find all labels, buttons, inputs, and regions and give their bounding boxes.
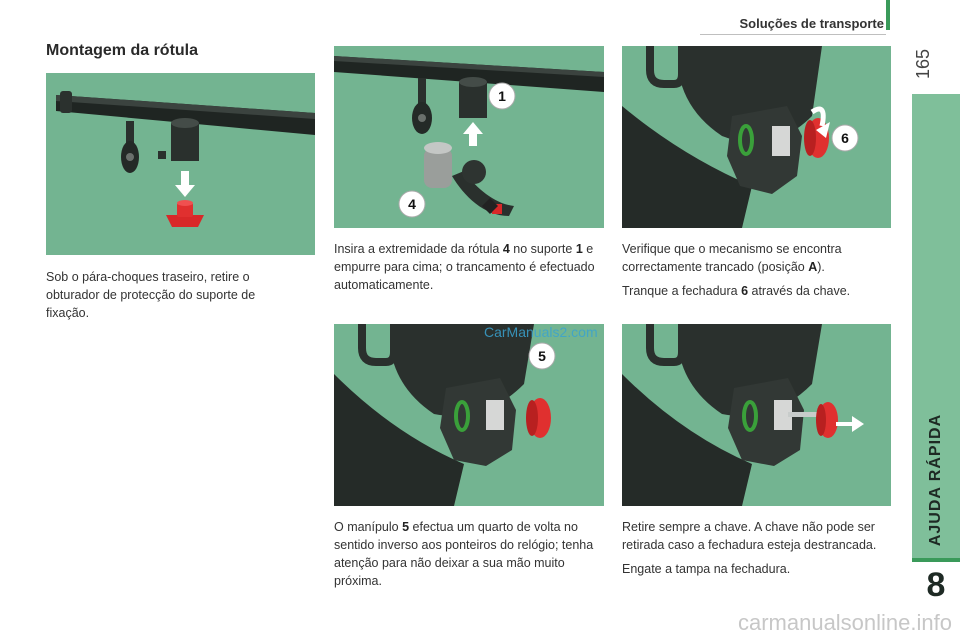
handle-turn-illustration: 5 xyxy=(334,324,556,506)
lock-mechanism-illustration: 6 xyxy=(622,46,859,228)
callout-5-badge: 5 xyxy=(528,342,556,370)
header-accent-bar xyxy=(886,0,890,30)
callout-1-badge: 1 xyxy=(488,82,516,110)
caption-handle-turn: O manípulo 5 efectua um quarto de volta … xyxy=(334,518,604,596)
figure-lock-mechanism: 6 xyxy=(622,46,891,228)
caption-lock-key-text: Tranque a fechadura 6 através da chave. xyxy=(622,284,851,298)
figure-handle-turn: 5 xyxy=(334,324,604,506)
callout-4-badge: 4 xyxy=(398,190,426,218)
section-title: Montagem da rótula xyxy=(46,42,199,59)
callout-6-badge: 6 xyxy=(831,124,859,152)
side-tab-label: AJUDA RÁPIDA xyxy=(927,413,944,547)
caption-check-locked-text: Verifique que o mecanismo se encontra co… xyxy=(622,242,842,274)
caption-insert-ball-joint-text: Insira a extremidade da rótula 4 no supo… xyxy=(334,242,595,292)
chapter-number: 8 xyxy=(926,566,946,604)
figure-remove-key xyxy=(622,324,891,506)
figure-insert-ball-joint: 1 4 xyxy=(334,46,604,228)
caption-remove-key-text: Retire sempre a chave. A chave não pode … xyxy=(622,520,877,552)
caption-lock-mechanism: Verifique que o mecanismo se encontra co… xyxy=(622,240,891,306)
header-title: Soluções de transporte xyxy=(739,16,884,31)
caption-handle-turn-text: O manípulo 5 efectua um quarto de volta … xyxy=(334,520,594,588)
header-rule xyxy=(700,34,886,35)
watermark-footer: carmanualsonline.info xyxy=(737,610,952,635)
ball-joint-insert-illustration: 1 4 xyxy=(334,56,604,218)
svg-text:5: 5 xyxy=(538,348,546,364)
page-number: 165 xyxy=(913,48,933,79)
svg-text:1: 1 xyxy=(498,88,506,104)
watermark-mid: CarManuals2.com xyxy=(484,324,598,340)
svg-text:6: 6 xyxy=(841,130,849,146)
caption-remove-plug-text: Sob o pára-choques traseiro, retire o ob… xyxy=(46,270,256,320)
caption-remove-plug: Sob o pára-choques traseiro, retire o ob… xyxy=(46,268,286,328)
svg-text:4: 4 xyxy=(408,196,416,212)
caption-engage-cap-text: Engate a tampa na fechadura. xyxy=(622,562,791,576)
side-tab-divider xyxy=(912,558,960,562)
caption-remove-key: Retire sempre a chave. A chave não pode … xyxy=(622,518,882,584)
towbar-plug-illustration xyxy=(56,91,315,227)
remove-key-illustration xyxy=(622,324,864,506)
caption-insert-ball-joint: Insira a extremidade da rótula 4 no supo… xyxy=(334,240,604,300)
side-tab xyxy=(912,94,960,562)
figure-remove-plug xyxy=(46,73,315,255)
